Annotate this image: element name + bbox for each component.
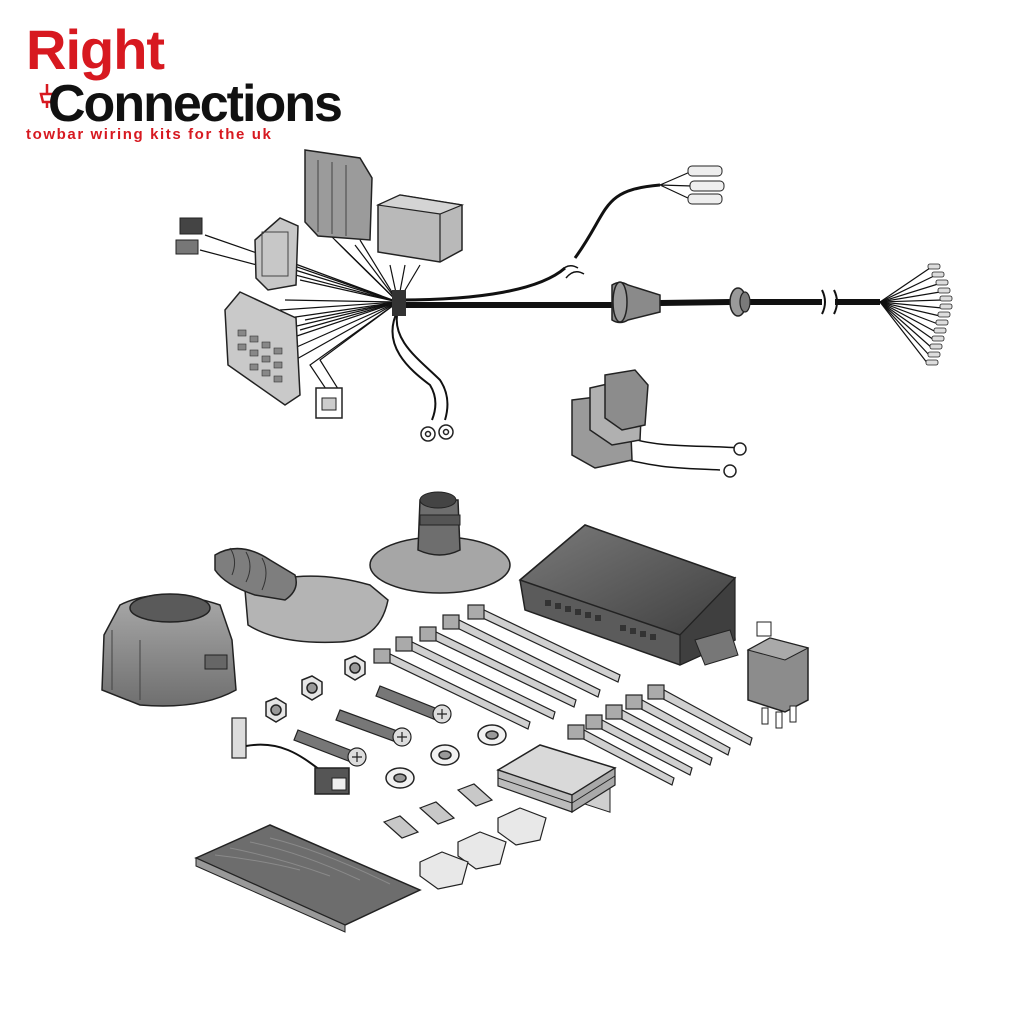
harness-connector-mid [254, 217, 299, 291]
main-wiring-harness [199, 171, 943, 421]
harness-connector-tall [304, 149, 373, 241]
fuse-caps [419, 807, 547, 890]
ring-terminals [420, 424, 454, 442]
relay-stack [571, 369, 747, 478]
logo-word-right: Right [26, 18, 165, 81]
relay-cube [746, 621, 810, 729]
cable-seal-plate [369, 491, 511, 594]
wire-terminals-upper [687, 165, 725, 205]
cable-grommet-large [611, 281, 661, 324]
washers [385, 724, 507, 789]
bolts [293, 685, 452, 767]
harness-connector-large [224, 291, 301, 406]
blade-fuses [382, 783, 494, 839]
fuse-bracket-connector [231, 717, 350, 795]
logo-word-connections: Connections [48, 75, 343, 133]
cable-ties-left [373, 604, 621, 730]
cable-grommet-small [729, 287, 751, 317]
wire-terminals-right [925, 263, 953, 366]
towbar-socket [101, 593, 237, 707]
cable-ties-right [567, 684, 753, 786]
harness-connector-small-a [175, 217, 203, 255]
relay-module-top [375, 194, 465, 263]
foam-pad [194, 824, 422, 933]
adhesive-pads [496, 744, 617, 814]
cable-clip [392, 290, 406, 316]
nuts [265, 655, 366, 723]
logo-tagline: towbar wiring kits for the uk [26, 126, 273, 143]
plug-icon [39, 84, 55, 108]
harness-connector-small-b [315, 387, 343, 419]
brand-logo: Right Connections towbar wiring kits for… [24, 22, 364, 152]
socket-gasket-boot [214, 547, 389, 644]
